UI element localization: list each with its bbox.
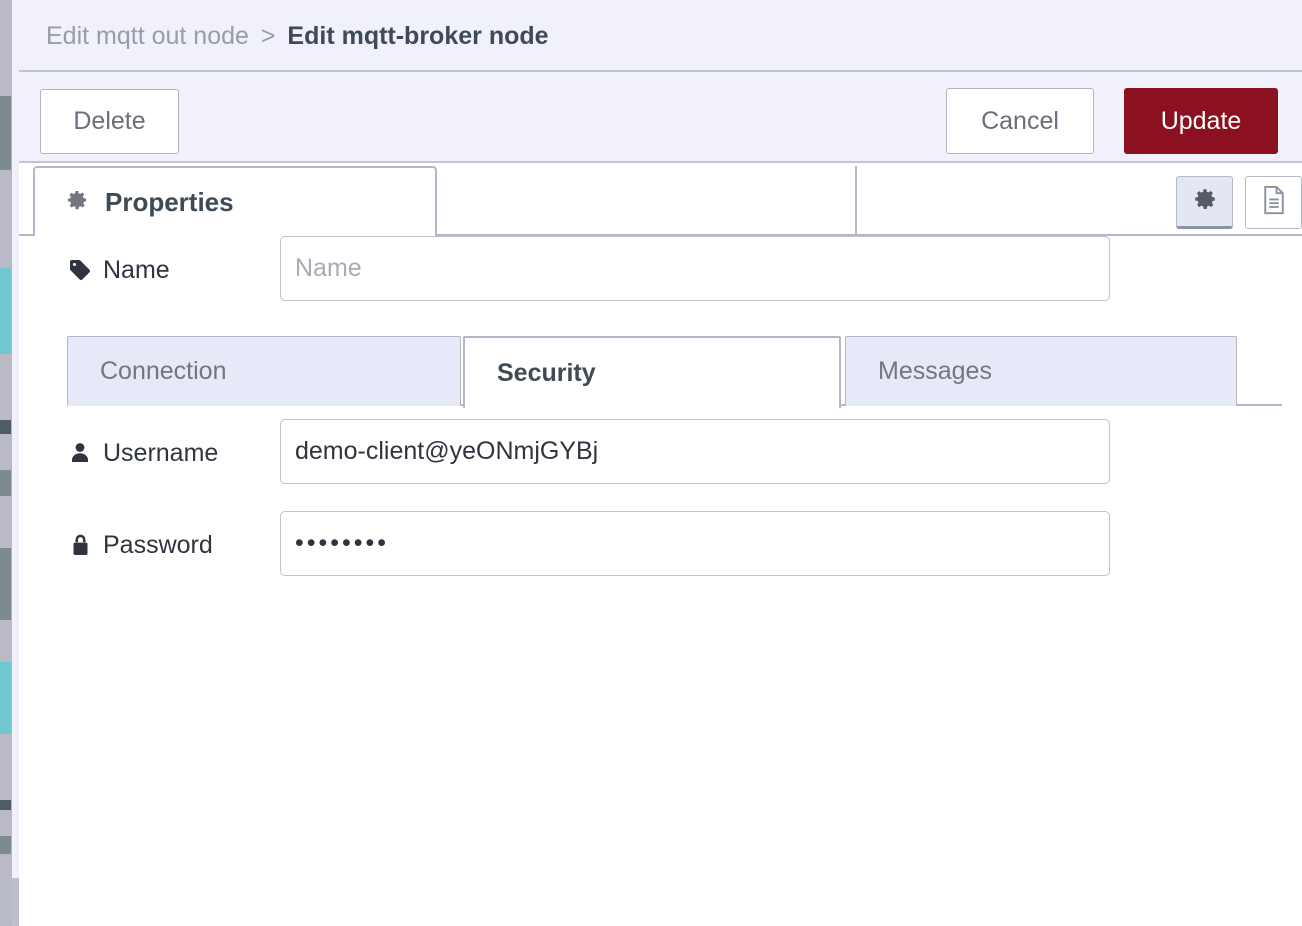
canvas-node-fragment xyxy=(0,836,11,854)
canvas-node-fragment xyxy=(0,470,11,496)
name-label: Name xyxy=(67,236,170,304)
username-label-text: Username xyxy=(103,438,219,467)
canvas-node-fragment xyxy=(0,548,11,620)
canvas-node-fragment xyxy=(0,268,11,354)
tab-security-label: Security xyxy=(497,358,596,387)
name-label-text: Name xyxy=(103,255,170,284)
update-button[interactable]: Update xyxy=(1124,88,1278,154)
canvas-node-fragment xyxy=(0,800,11,810)
username-label: Username xyxy=(67,419,218,487)
password-label-text: Password xyxy=(103,530,213,559)
breadcrumb-parent[interactable]: Edit mqtt out node xyxy=(46,22,249,50)
gear-icon xyxy=(1192,186,1218,217)
gear-icon-button[interactable] xyxy=(1176,176,1233,229)
password-input[interactable] xyxy=(280,511,1110,576)
dialog-header: Edit mqtt out node > Edit mqtt-broker no… xyxy=(19,0,1302,72)
canvas-node-fragment xyxy=(0,662,11,734)
canvas-node-fragment xyxy=(0,420,11,434)
document-icon xyxy=(1261,185,1287,220)
edit-node-dialog: Edit mqtt out node > Edit mqtt-broker no… xyxy=(11,0,1302,926)
tab-connection[interactable]: Connection xyxy=(67,336,461,406)
breadcrumb-current: Edit mqtt-broker node xyxy=(287,22,549,50)
breadcrumb: Edit mqtt out node > Edit mqtt-broker no… xyxy=(46,20,549,52)
tab-strip-filler xyxy=(437,166,857,236)
tab-connection-label: Connection xyxy=(100,357,227,385)
password-label: Password xyxy=(67,511,213,579)
document-icon-button[interactable] xyxy=(1245,176,1302,229)
tab-security[interactable]: Security xyxy=(463,336,841,408)
canvas-node-fragment xyxy=(0,96,11,170)
tab-strip-divider xyxy=(19,234,1302,236)
tab-messages-label: Messages xyxy=(878,357,992,385)
security-tab-strip: Connection Security Messages xyxy=(19,336,1302,408)
tab-strip: Properties xyxy=(19,163,1302,236)
delete-button[interactable]: Delete xyxy=(40,89,179,154)
lock-icon xyxy=(67,533,93,557)
editor-canvas-edge xyxy=(0,0,11,926)
tag-icon xyxy=(67,258,93,282)
dialog-toolbar: Delete Cancel Update xyxy=(19,72,1302,163)
breadcrumb-separator: > xyxy=(260,22,276,50)
tab-messages[interactable]: Messages xyxy=(845,336,1237,406)
user-icon xyxy=(67,441,93,465)
tab-properties-label: Properties xyxy=(105,186,234,217)
tab-properties[interactable]: Properties xyxy=(33,166,437,236)
dialog-content: Properties xyxy=(19,163,1302,926)
gear-icon xyxy=(65,188,89,217)
name-input[interactable] xyxy=(280,236,1110,301)
username-input[interactable] xyxy=(280,419,1110,484)
cancel-button[interactable]: Cancel xyxy=(946,88,1094,154)
